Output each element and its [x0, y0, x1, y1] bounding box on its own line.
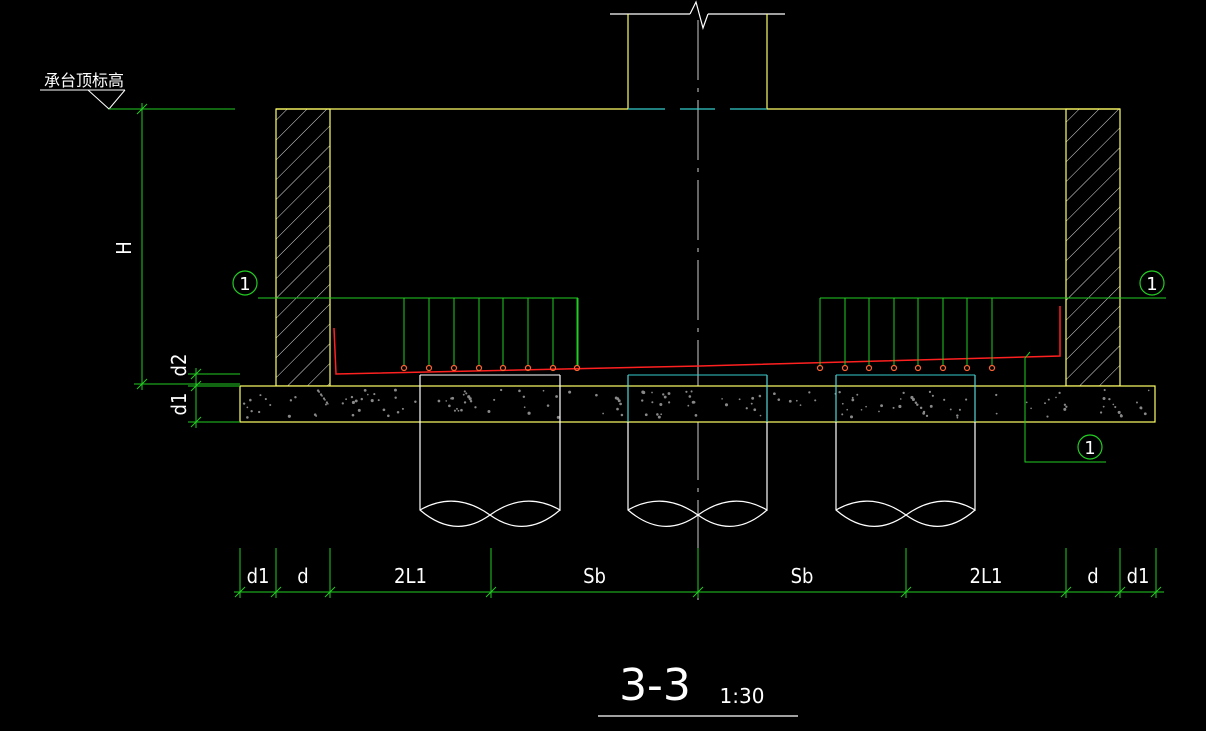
d2-label: d2 — [167, 354, 191, 377]
bottom-rebar — [333, 306, 1061, 375]
dimension-label: d1 — [247, 564, 270, 588]
rebar-dot — [841, 364, 849, 372]
rebar-tag-left-text: 1 — [239, 274, 250, 295]
dimension-label: Sb — [791, 564, 814, 588]
dimension-label: Sb — [583, 564, 606, 588]
rebar-tag-left: 1 — [232, 270, 258, 296]
rebar-dot — [524, 364, 532, 372]
dimension-labels: d1 d 2L1 Sb Sb 2L1 d d1 — [247, 564, 1150, 588]
rebar-dot — [450, 364, 458, 372]
rebar-dot — [939, 364, 947, 372]
rebar-tag-right-text: 1 — [1146, 274, 1157, 295]
rebar-dot — [914, 364, 922, 372]
rebar-dot — [475, 364, 483, 372]
vertical-dimensions — [134, 103, 240, 428]
dimension-label: 2L1 — [970, 564, 1003, 588]
rebar-dot — [573, 364, 581, 372]
elevation-label: 承台顶标高 — [44, 71, 124, 90]
scale-label: 1:30 — [720, 684, 765, 708]
section-title: 3-3 — [619, 660, 691, 711]
rebar-dot — [988, 364, 996, 372]
dimension-label: d — [1087, 564, 1098, 588]
piles — [419, 375, 976, 527]
rebar-dot — [816, 364, 824, 372]
pile-heads — [420, 374, 976, 422]
rebar-dots — [400, 364, 996, 372]
rebar-leaders — [258, 297, 1166, 463]
dimension-label: d1 — [1127, 564, 1150, 588]
column — [610, 0, 785, 109]
rebar-tag-bottom-text: 1 — [1084, 438, 1095, 459]
rebar-dot — [549, 364, 557, 372]
side-walls — [275, 108, 1121, 387]
cushion-layer — [239, 385, 1156, 423]
rebar-dot — [963, 364, 971, 372]
rebar-tag-right: 1 — [1139, 270, 1165, 296]
dimension-label: 2L1 — [394, 564, 427, 588]
rebar-dot — [890, 364, 898, 372]
height-label: H — [112, 241, 136, 255]
rebar-tag-bottom: 1 — [1077, 434, 1103, 460]
rebar-dot — [425, 364, 433, 372]
dimension-label: d — [297, 564, 308, 588]
rebar-dot — [865, 364, 873, 372]
rebar-dot — [400, 364, 408, 372]
elevation-mark — [40, 89, 235, 110]
d1-label: d1 — [167, 393, 191, 416]
dimension-chain — [234, 548, 1164, 598]
rebar-dot — [499, 364, 507, 372]
